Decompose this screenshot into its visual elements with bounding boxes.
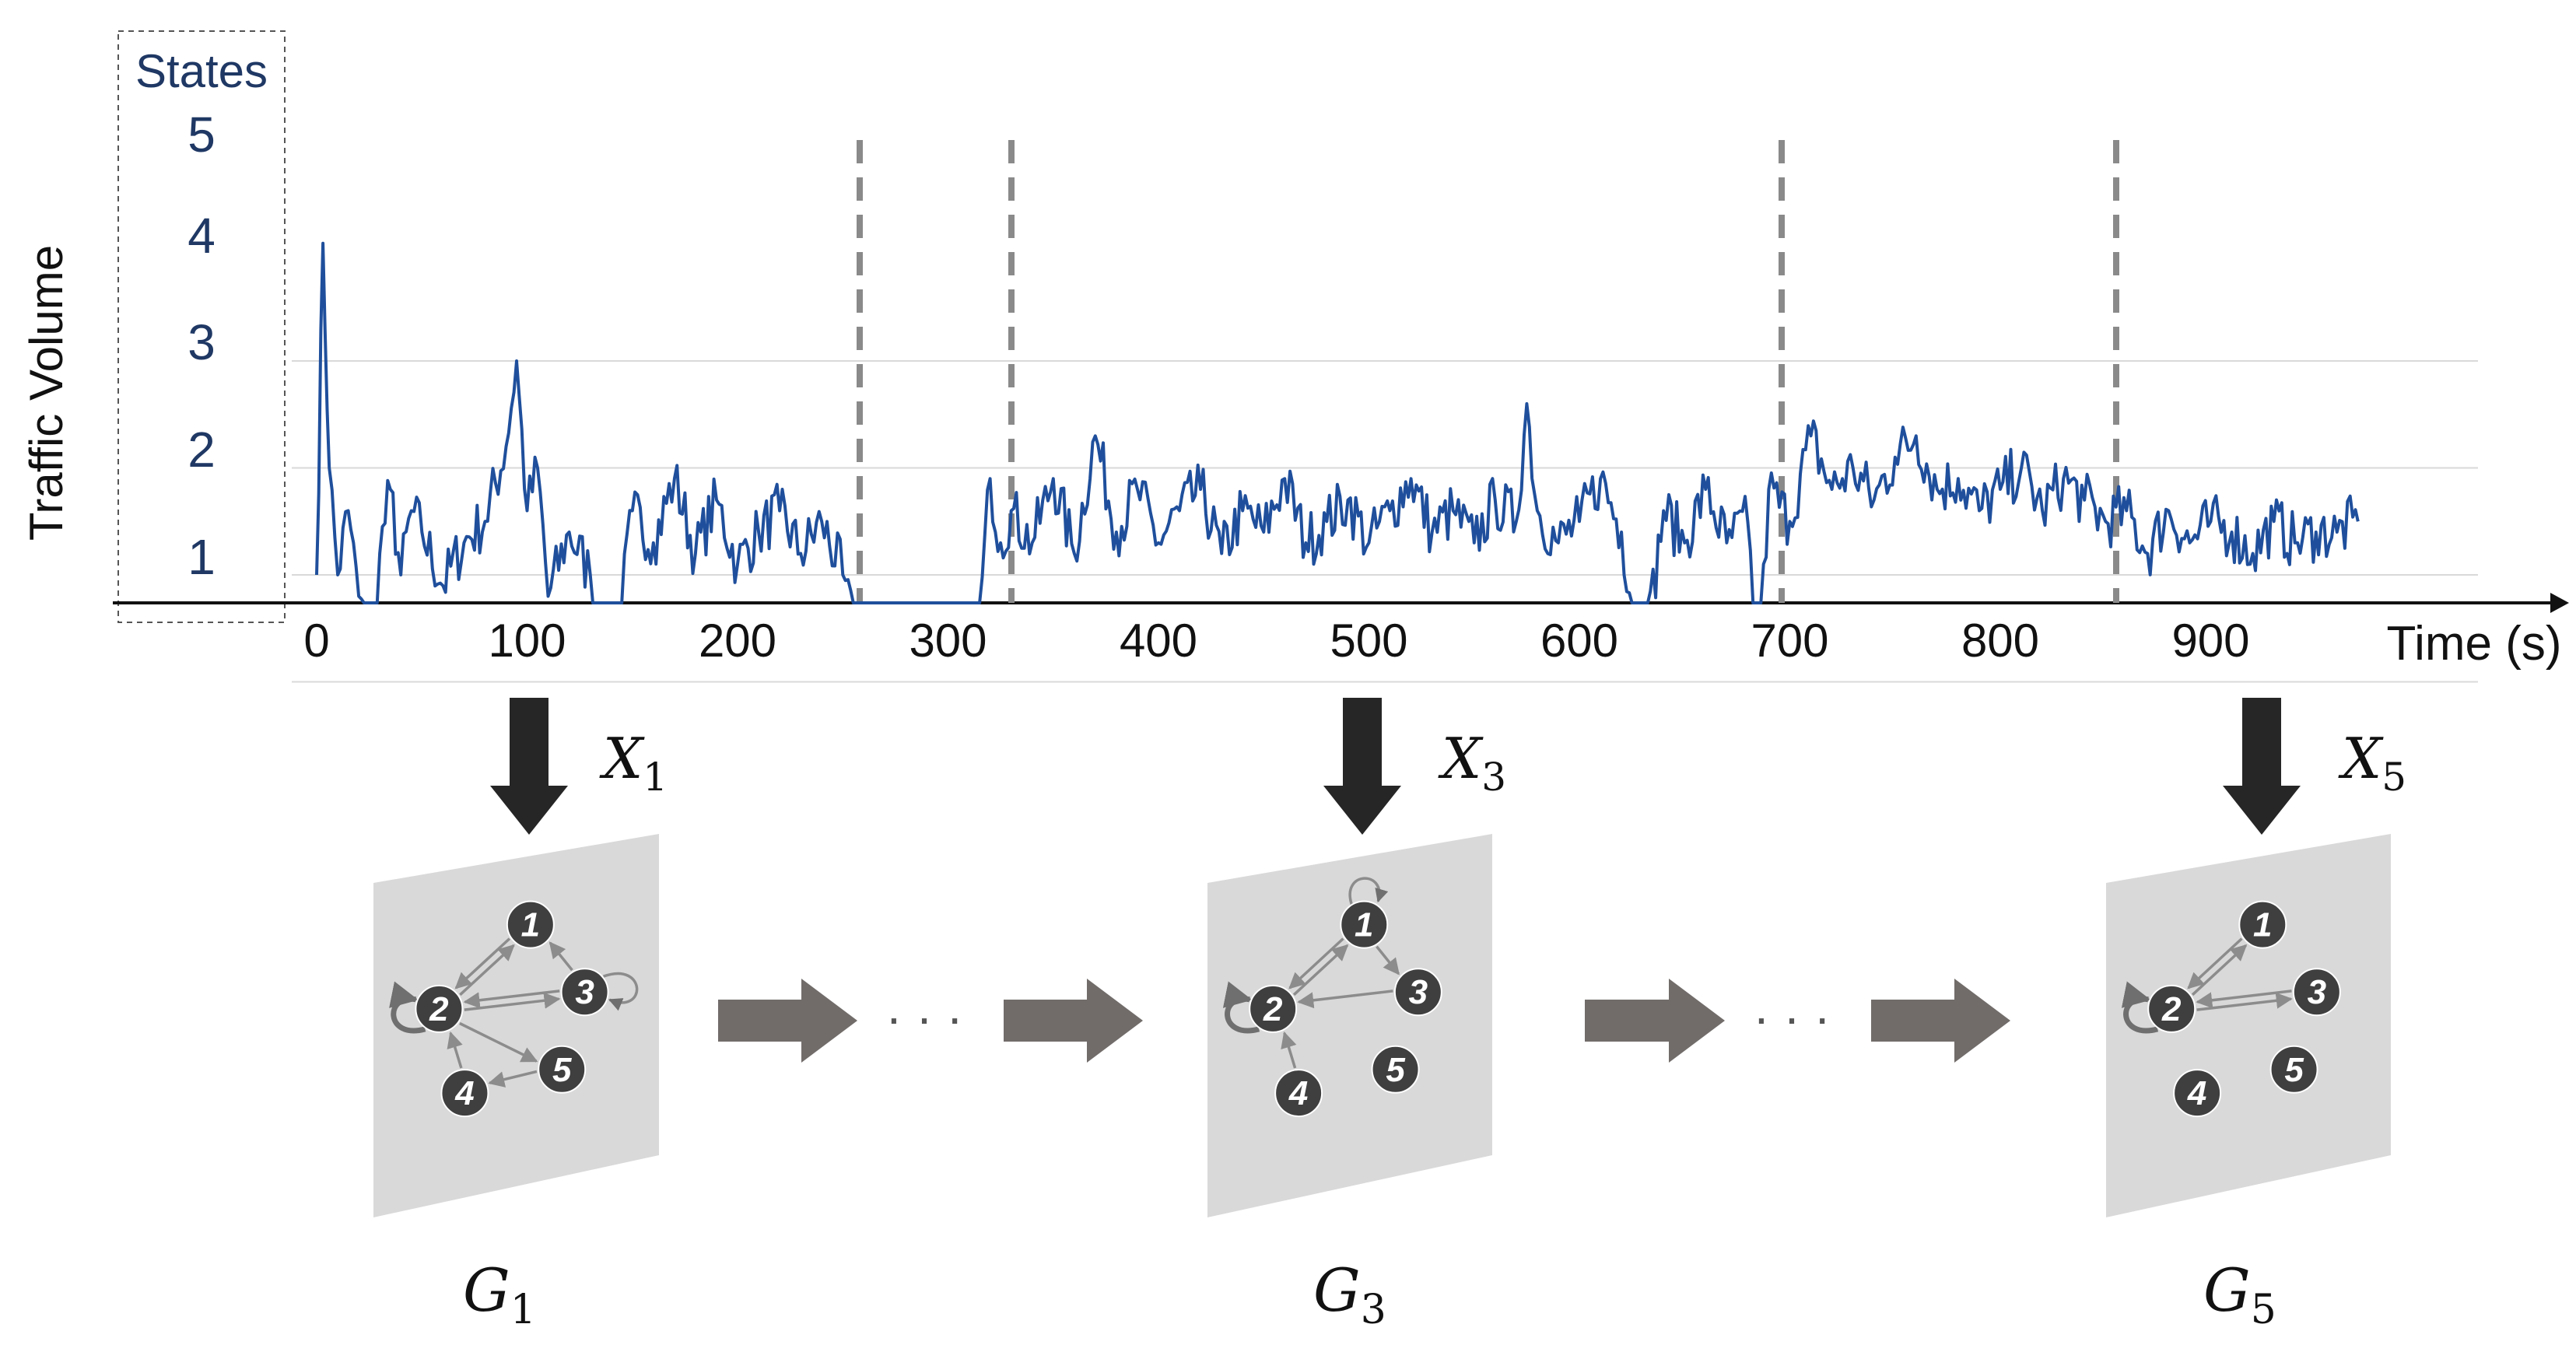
edge-2-to-1 <box>1292 944 1349 996</box>
state-tick-5: 5 <box>188 107 216 163</box>
down-arrow-5 <box>2223 698 2301 835</box>
states-box <box>117 30 286 623</box>
ellipsis-1: · · · <box>885 989 963 1046</box>
network-3: 1 2 3 4 5 <box>1222 877 1442 1118</box>
input-label-1: X1 <box>599 726 668 800</box>
node-label-4: 4 <box>454 1074 474 1112</box>
down-arrow-1 <box>490 698 568 835</box>
edge-3-to-2 <box>1297 989 1393 1009</box>
x-tick-800: 800 <box>1961 615 2039 667</box>
node-label-3: 3 <box>1409 973 1428 1011</box>
traffic-volume-chart: States 1 2 3 4 5 0 100 200 300 400 500 600 700 800 90… <box>20 30 2569 683</box>
x-axis-arrowhead <box>2550 593 2569 613</box>
node-label-5: 5 <box>552 1051 572 1089</box>
node-label-3: 3 <box>2308 973 2326 1011</box>
flow-arrow-4 <box>1871 979 2010 1063</box>
node-3 <box>2292 968 2341 1017</box>
node-1 <box>2238 900 2287 949</box>
node-1 <box>506 900 555 949</box>
node-4 <box>2173 1069 2222 1118</box>
flow-arrow-1 <box>718 979 857 1063</box>
graph-label-1: G1 <box>463 1256 536 1333</box>
x-tick-labels: 0 100 200 300 400 500 600 700 800 900 <box>303 615 2249 667</box>
x-axis-label: Time (s) <box>2387 617 2562 671</box>
edge-4-to-2 <box>447 1031 463 1069</box>
stage-1: X1 1 2 3 4 5 G1 <box>373 698 668 1333</box>
state-boundaries <box>857 140 2119 603</box>
x-tick-700: 700 <box>1751 615 1828 667</box>
input-label-5: X5 <box>2338 726 2406 800</box>
graph-label-5: G5 <box>2203 1256 2276 1333</box>
node-label-2: 2 <box>1263 990 1283 1028</box>
x-tick-400: 400 <box>1120 615 1197 667</box>
x-tick-300: 300 <box>909 615 987 667</box>
node-label-5: 5 <box>1386 1051 1405 1089</box>
network-5: 1 2 3 4 5 <box>2121 900 2341 1118</box>
flow-arrow-3 <box>1585 979 1725 1063</box>
stage-5: X5 1 2 3 4 5 G5 <box>2106 698 2406 1333</box>
self-loop-3 <box>602 972 639 1011</box>
node-label-3: 3 <box>575 973 594 1011</box>
x-tick-500: 500 <box>1330 615 1407 667</box>
down-arrow-3 <box>1323 698 1401 835</box>
ellipsis-2: · · · <box>1753 989 1831 1046</box>
self-loop-2 <box>2121 981 2159 1034</box>
node-1 <box>1340 900 1389 949</box>
state-tick-2: 2 <box>188 422 216 478</box>
graph-label-3: G3 <box>1313 1256 1386 1333</box>
node-label-5: 5 <box>2284 1051 2304 1089</box>
x-tick-900: 900 <box>2171 615 2249 667</box>
x-tick-600: 600 <box>1540 615 1618 667</box>
traffic-volume-line <box>315 241 2360 604</box>
edge-3-to-2 <box>2196 989 2292 1009</box>
x-tick-200: 200 <box>699 615 776 667</box>
network-1: 1 2 3 4 5 <box>389 900 639 1118</box>
node-label-4: 4 <box>1288 1074 1308 1112</box>
edge-3-to-2 <box>463 989 560 1009</box>
node-2 <box>1249 984 1298 1033</box>
state-tick-3: 3 <box>188 314 216 370</box>
state-tick-labels: 1 2 3 4 5 <box>188 107 216 585</box>
node-label-4: 4 <box>2187 1074 2206 1112</box>
edge-1-to-2 <box>2187 937 2243 989</box>
flow-arrow-2 <box>1004 979 1143 1063</box>
node-label-2: 2 <box>429 990 449 1028</box>
self-loop-1 <box>1348 877 1389 905</box>
x-tick-100: 100 <box>488 615 566 667</box>
edge-2-to-1 <box>459 944 515 996</box>
edge-3-to-1 <box>548 941 573 972</box>
states-title: States <box>135 45 268 97</box>
input-label-3: X3 <box>1438 726 1506 800</box>
node-5 <box>1371 1045 1420 1094</box>
node-2 <box>2147 984 2196 1033</box>
node-4 <box>440 1069 489 1118</box>
node-2 <box>415 984 464 1033</box>
state-tick-1: 1 <box>188 529 216 585</box>
stage-3: X3 1 2 3 4 5 G3 <box>1207 698 1506 1333</box>
graph-panel-3 <box>1207 834 1492 1217</box>
node-label-1: 1 <box>2253 906 2272 944</box>
edge-4-to-2 <box>1281 1031 1297 1069</box>
graph-evolution: X1 1 2 3 4 5 G1 X3 1 2 3 4 5 G3 X5 1 2 3 4 5 G5 · · … <box>373 698 2406 1333</box>
edge-2-to-5 <box>459 1021 538 1063</box>
node-label-1: 1 <box>521 906 540 944</box>
self-loop-2 <box>1222 981 1260 1034</box>
x-tick-0: 0 <box>303 615 329 667</box>
node-5 <box>2269 1045 2318 1094</box>
y-axis-label: Traffic Volume <box>20 245 72 541</box>
edge-5-to-4 <box>488 1070 538 1088</box>
graph-panel-5 <box>2106 834 2391 1217</box>
node-5 <box>538 1045 587 1094</box>
graph-panel-1 <box>373 834 659 1217</box>
edge-1-to-3 <box>1376 945 1400 975</box>
node-3 <box>560 968 609 1017</box>
gridlines <box>292 360 2478 683</box>
node-label-1: 1 <box>1355 906 1373 944</box>
node-label-2: 2 <box>2161 990 2182 1028</box>
node-4 <box>1274 1069 1323 1118</box>
state-tick-4: 4 <box>188 208 216 264</box>
node-3 <box>1393 968 1442 1017</box>
self-loop-2 <box>389 981 426 1034</box>
